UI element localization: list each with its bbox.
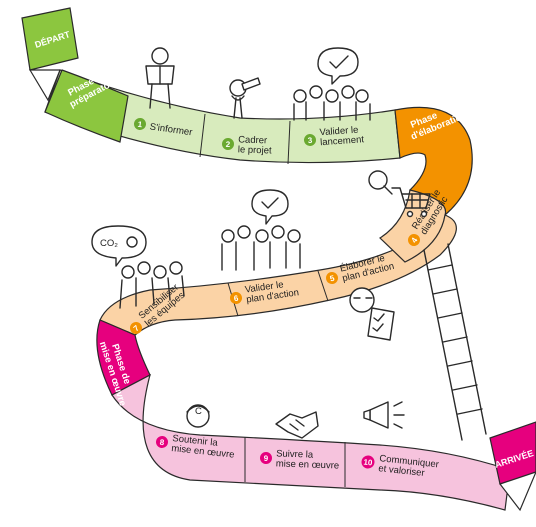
step-label: Communiquer et valoriser [378,453,442,480]
step-10: 10 Communiquer et valoriser [361,453,442,480]
step-number-badge [260,452,272,464]
bubble-text: CO₂ [100,238,118,249]
shopping-cart-search-icon [368,170,431,218]
step-number: 4 [409,236,419,245]
ribbon-orange [99,106,473,336]
step-number-badge [156,436,168,448]
binoculars-person-icon [229,77,261,119]
step-label-line: lancement [320,134,365,148]
phase-head-preparatory [44,69,129,143]
step-label-line: Cadrer [238,134,267,146]
step-3: 3 Valider le lancement [304,124,365,148]
step-number: 6 [233,294,239,304]
handshake-icon [275,411,319,439]
step-number-badge [361,455,375,469]
worker-with-cap-icon: C [186,404,210,428]
finish-flag: ARRIVÉE [489,421,536,512]
step-number-badge [222,138,234,150]
megaphone-icon [363,401,405,429]
step-number: 3 [307,136,313,145]
step-label: Suivre la mise en œuvre [276,448,340,471]
group-approval-icon [293,47,371,121]
ribbon-pink [96,319,511,511]
step-number-badge [134,118,146,130]
team-co2-icon: CO₂ [91,225,185,309]
checklist-person-icon [349,287,395,341]
ladder-illustration [423,243,487,441]
step-number: 9 [264,454,269,463]
step-label-line: et valoriser [378,463,425,479]
step-label-line: le projet [238,144,273,156]
step-number: 10 [363,458,373,468]
step-number: 5 [329,273,336,283]
step-label: Valider le lancement [319,124,365,148]
step-number-badge [130,322,142,334]
step-label-line: Valider le [319,125,359,139]
step-number: 2 [226,140,231,149]
group-approval-icon-2 [221,189,301,271]
step-number-badge [326,272,338,284]
person-reading-icon [145,47,175,109]
step-2: 2 Cadrer le projet [222,134,273,157]
step-number: 7 [132,323,142,333]
step-label-line: Suivre la [276,448,314,460]
step-number-badge [230,292,242,304]
cap-letter: C [195,406,202,417]
step-label-line: Soutenir la [172,433,219,449]
step-number: 8 [159,438,165,447]
step-9: 9 Suivre la mise en œuvre [260,448,340,472]
step-number: 1 [137,120,143,130]
step-number-badge [408,234,420,246]
step-label-line: Valider le [244,279,284,295]
step-number-badge [304,134,316,146]
start-flag: DÉPART [21,7,79,102]
step-label: Cadrer le projet [238,134,273,156]
step-label-line: mise en œuvre [276,458,340,471]
